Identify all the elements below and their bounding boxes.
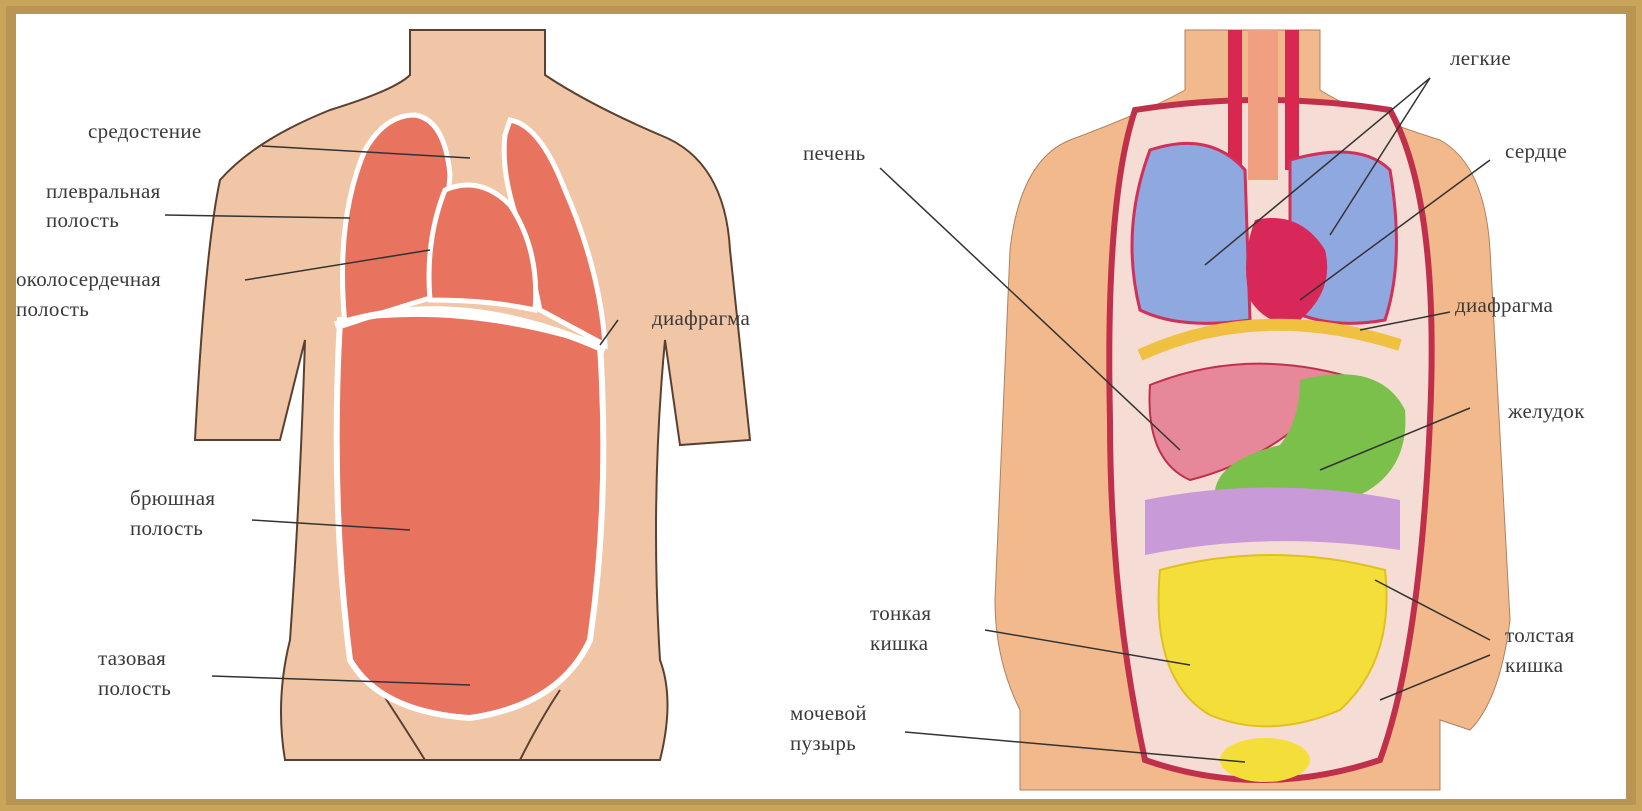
abdominal-cavity [337, 314, 604, 718]
left-body-figure [165, 30, 750, 760]
right-body-figure [880, 30, 1510, 790]
label-bladder-line1: мочевой [790, 700, 867, 727]
label-pericardial-line1: околосердечная [16, 266, 161, 293]
label-abdominal-line1: брюшная [130, 485, 215, 512]
left-carotid [1228, 30, 1242, 170]
label-diaphragm-right: диафрагма [1455, 292, 1553, 319]
label-diaphragm-left: диафрагма [652, 305, 750, 332]
label-bladder-line2: пузырь [790, 730, 856, 757]
label-abdominal-line2: полость [130, 515, 203, 542]
label-stomach: желудок [1508, 398, 1585, 425]
label-pleural-line1: плевральная [46, 178, 161, 205]
label-mediastinum: средостение [88, 118, 202, 145]
left-lung [1132, 143, 1250, 323]
bladder [1220, 738, 1310, 782]
label-small-intestine-line1: тонкая [870, 600, 931, 627]
label-lungs: легкие [1450, 45, 1511, 72]
label-pelvic-line1: тазовая [98, 645, 166, 672]
label-heart: сердце [1505, 138, 1567, 165]
trachea [1248, 30, 1278, 180]
label-pelvic-line2: полость [98, 675, 171, 702]
label-small-intestine-line2: кишка [870, 630, 928, 657]
label-large-intestine-line1: толстая [1505, 622, 1574, 649]
label-large-intestine-line2: кишка [1505, 652, 1563, 679]
right-carotid [1285, 30, 1299, 170]
label-liver: печень [803, 140, 866, 167]
label-pericardial-line2: полость [16, 296, 89, 323]
label-pleural-line2: полость [46, 207, 119, 234]
